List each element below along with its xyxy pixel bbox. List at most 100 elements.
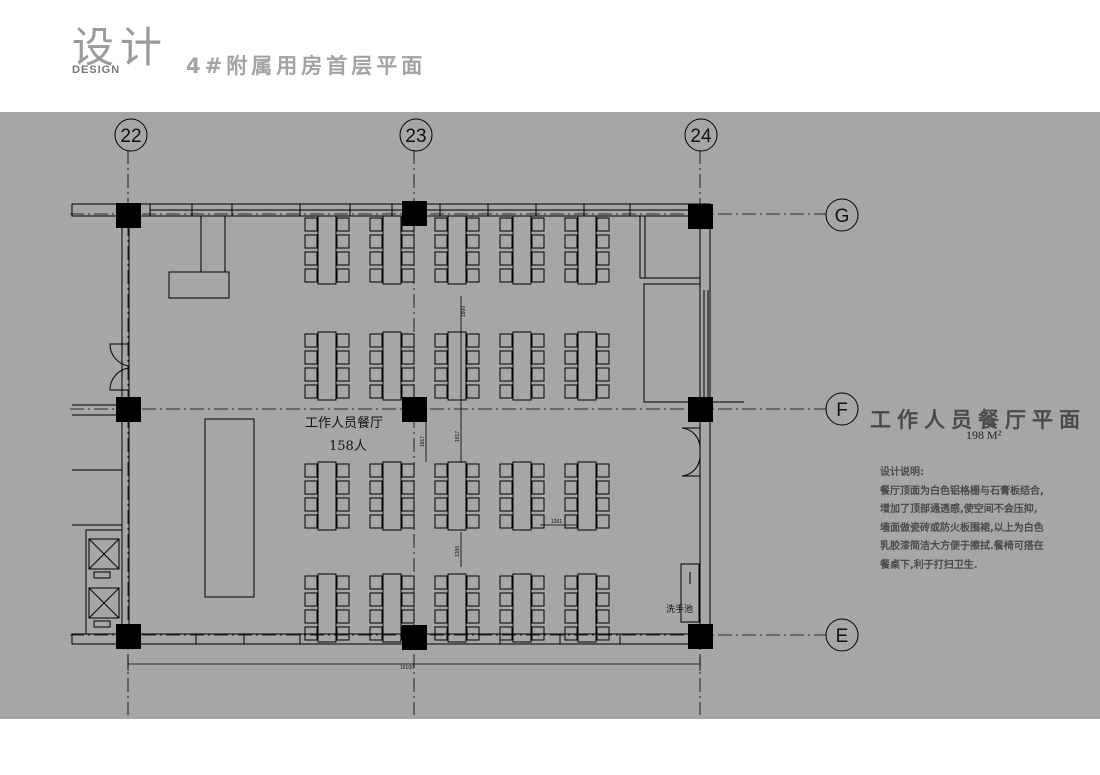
dining-table	[512, 331, 532, 401]
chair	[434, 251, 448, 266]
chair	[369, 514, 383, 529]
chair	[401, 234, 415, 249]
dining-table	[382, 461, 402, 531]
chair	[434, 497, 448, 512]
chair	[596, 480, 610, 495]
chair	[466, 480, 480, 495]
chair	[336, 384, 350, 399]
chair	[564, 497, 578, 512]
chair	[596, 575, 610, 590]
chair	[434, 234, 448, 249]
chair	[499, 497, 513, 512]
notes-line: 乳胶漆简洁大方便于擦拭.餐椅可搭在	[880, 541, 1044, 552]
dining-table	[512, 461, 532, 531]
chair	[401, 350, 415, 365]
dining-table	[317, 331, 337, 401]
dining-table	[382, 331, 402, 401]
chair	[499, 268, 513, 283]
chair	[434, 575, 448, 590]
dining-table	[382, 215, 402, 285]
chair	[499, 626, 513, 641]
chair	[564, 575, 578, 590]
dining-table	[512, 573, 532, 643]
chair	[466, 268, 480, 283]
axis-bubble-23	[399, 118, 433, 152]
chair	[304, 626, 318, 641]
chair	[596, 367, 610, 382]
chair	[531, 217, 545, 232]
chair	[369, 463, 383, 478]
chair	[304, 367, 318, 382]
chair	[401, 497, 415, 512]
chair	[466, 384, 480, 399]
chair	[531, 384, 545, 399]
chair	[466, 609, 480, 624]
chair	[369, 609, 383, 624]
dining-table	[317, 215, 337, 285]
axis-bubble-g	[825, 198, 859, 232]
chair	[564, 592, 578, 607]
chair	[304, 609, 318, 624]
dining-table	[512, 215, 532, 285]
chair	[304, 384, 318, 399]
notes-heading: 设计说明:	[880, 467, 924, 478]
chair	[401, 384, 415, 399]
chair	[369, 367, 383, 382]
long-counter	[204, 418, 255, 598]
chair	[336, 268, 350, 283]
chair	[369, 268, 383, 283]
chair	[434, 217, 448, 232]
chair	[304, 592, 318, 607]
dimension-lines	[127, 296, 701, 671]
chair	[434, 609, 448, 624]
chair	[596, 514, 610, 529]
dining-table	[577, 215, 597, 285]
wash-basin-label: 洗手池	[666, 603, 693, 615]
chair	[401, 268, 415, 283]
chair	[466, 333, 480, 348]
chair	[499, 514, 513, 529]
footer-margin	[0, 719, 1100, 775]
notes-line: 增加了顶部通透感,使空间不会压抑,	[880, 504, 1038, 515]
chair	[369, 626, 383, 641]
room-capacity-label: 158人	[329, 439, 367, 454]
dining-table	[447, 215, 467, 285]
chair	[434, 268, 448, 283]
chair	[336, 514, 350, 529]
chair	[564, 463, 578, 478]
chair	[596, 251, 610, 266]
chair	[336, 367, 350, 382]
chair	[369, 480, 383, 495]
chair	[466, 497, 480, 512]
chair	[596, 609, 610, 624]
chair	[499, 384, 513, 399]
chair	[304, 234, 318, 249]
chair	[564, 333, 578, 348]
chair	[304, 514, 318, 529]
chair	[434, 333, 448, 348]
room-name-label: 工作人员餐厅	[305, 415, 383, 431]
chair	[564, 217, 578, 232]
floor-plan: 22 23 24 G F E	[70, 118, 859, 715]
doors	[109, 343, 701, 477]
room-area: 198 M²	[966, 428, 1002, 442]
chair	[466, 251, 480, 266]
chair	[336, 626, 350, 641]
chair	[369, 497, 383, 512]
chair	[499, 592, 513, 607]
dining-tables	[304, 215, 610, 643]
chair	[434, 463, 448, 478]
chair	[596, 497, 610, 512]
chair	[564, 367, 578, 382]
chair	[434, 384, 448, 399]
chair	[401, 463, 415, 478]
chair	[336, 497, 350, 512]
serving-counter	[168, 215, 230, 299]
chair	[564, 514, 578, 529]
chair	[596, 234, 610, 249]
chair	[531, 333, 545, 348]
chair	[596, 350, 610, 365]
chair	[336, 592, 350, 607]
axis-bubble-f	[825, 392, 859, 426]
chair	[336, 234, 350, 249]
